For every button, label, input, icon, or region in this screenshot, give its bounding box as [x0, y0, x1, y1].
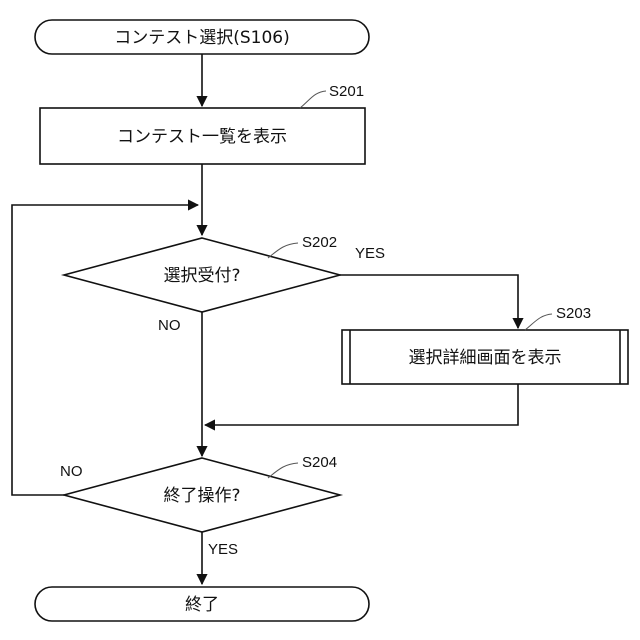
step-s201-leader [300, 91, 326, 108]
branch-s204-yes: YES [208, 541, 238, 558]
decision-s204-label: 終了操作? [163, 486, 240, 506]
start-label: コンテスト選択(S106) [114, 28, 290, 48]
step-s203-leader [525, 314, 552, 330]
step-s204-label: S204 [302, 454, 337, 471]
step-s204-leader [268, 463, 298, 478]
step-s202-label: S202 [302, 234, 337, 251]
end-label: 終了 [185, 595, 219, 615]
branch-s202-no: NO [158, 317, 181, 334]
connector-s203-return [205, 384, 518, 425]
step-s203-label: S203 [556, 305, 591, 322]
process-s201-label: コンテスト一覧を表示 [117, 127, 287, 147]
process-s203-label: 選択詳細画面を表示 [409, 348, 562, 368]
decision-s202-label: 選択受付? [163, 266, 240, 286]
branch-s202-yes: YES [355, 245, 385, 262]
connector-s202-yes [340, 275, 518, 328]
branch-s204-no: NO [60, 463, 83, 480]
step-s202-leader [268, 243, 298, 258]
step-s201-label: S201 [329, 83, 364, 100]
